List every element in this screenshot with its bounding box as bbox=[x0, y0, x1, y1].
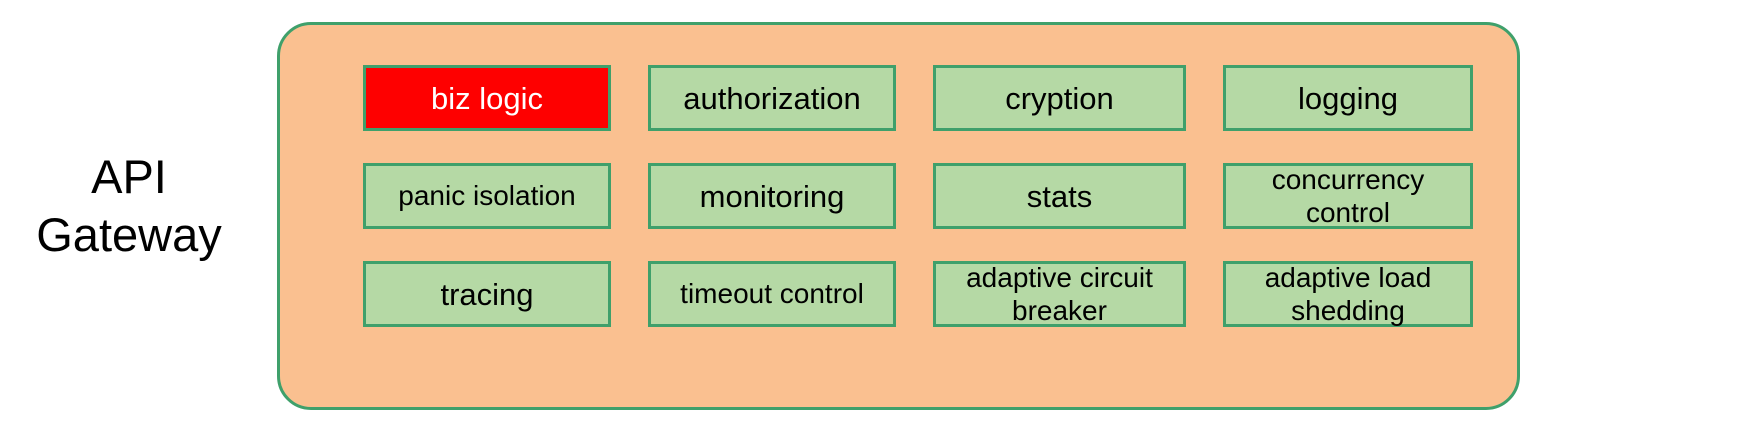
feature-box-adaptive-circuit-breaker[interactable]: adaptive circuit breaker bbox=[933, 261, 1186, 327]
feature-box-concurrency-control[interactable]: concurrency control bbox=[1223, 163, 1473, 229]
feature-box-authorization[interactable]: authorization bbox=[648, 65, 896, 131]
api-gateway-label: API Gateway bbox=[36, 150, 222, 261]
feature-box-monitoring[interactable]: monitoring bbox=[648, 163, 896, 229]
feature-box-panic-isolation[interactable]: panic isolation bbox=[363, 163, 611, 229]
feature-box-stats[interactable]: stats bbox=[933, 163, 1186, 229]
feature-box-biz-logic[interactable]: biz logic bbox=[363, 65, 611, 131]
feature-box-adaptive-load-shedding[interactable]: adaptive load shedding bbox=[1223, 261, 1473, 327]
feature-box-cryption[interactable]: cryption bbox=[933, 65, 1186, 131]
feature-grid: biz logic authorization cryption logging… bbox=[363, 65, 1473, 367]
api-gateway-container: biz logic authorization cryption logging… bbox=[277, 22, 1520, 410]
feature-box-tracing[interactable]: tracing bbox=[363, 261, 611, 327]
feature-box-timeout-control[interactable]: timeout control bbox=[648, 261, 896, 327]
feature-box-logging[interactable]: logging bbox=[1223, 65, 1473, 131]
